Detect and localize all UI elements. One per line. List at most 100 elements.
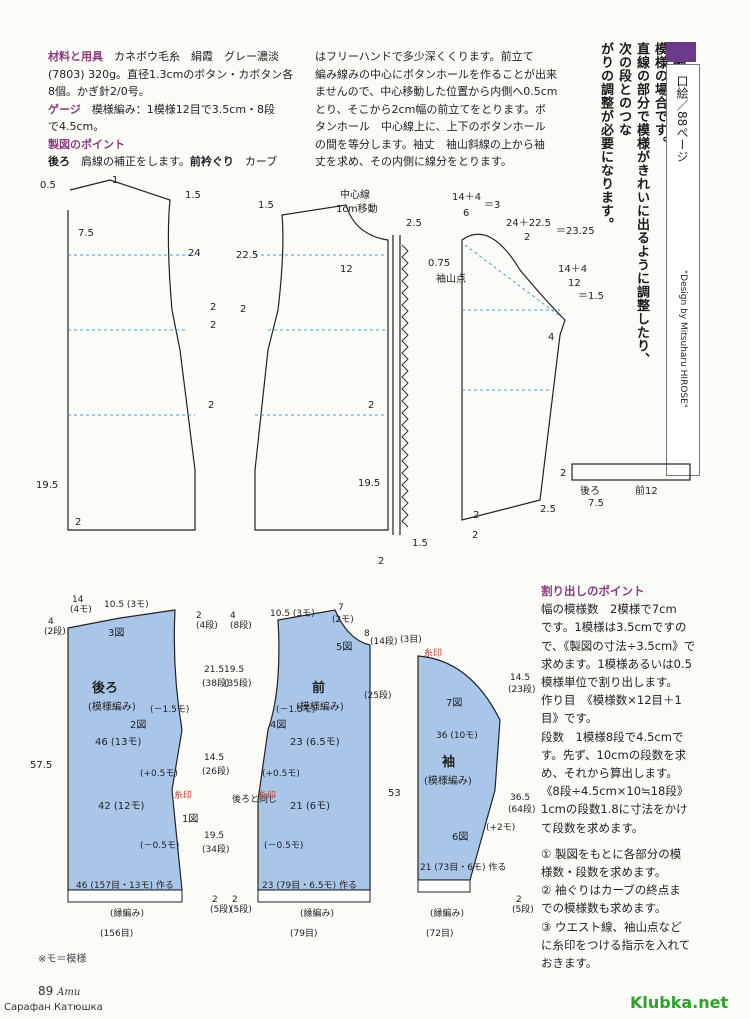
sleeve-draft-outline — [461, 233, 566, 521]
ctr-12: 2 — [212, 895, 218, 905]
front-cast: 23 (79目・6.5モ) 作る — [262, 879, 357, 891]
back-rib-count: (156目) — [100, 928, 133, 939]
sizing-line-10: め、それから算出します。 — [541, 766, 678, 781]
sidebar: 口絵／88ページ "Design by Mitsuharu HIROSE" — [666, 64, 700, 476]
sleeve-r-0: 14.5 — [510, 673, 530, 683]
back-num-9: 2 — [75, 517, 81, 528]
materials-line-3: 8個。かぎ針2/0号。 — [48, 85, 150, 98]
sleeve-num-13: 2.5 — [540, 504, 556, 515]
front-r-0: 8 — [364, 629, 370, 639]
ctr-6: 19.5 — [224, 665, 244, 675]
front-rib — [257, 889, 371, 903]
sleeve-num-8: 14＋4 — [558, 264, 587, 275]
band-num-1: 後ろ — [580, 484, 600, 497]
front-rib-label: (縁編み) — [300, 907, 334, 919]
sleeve-num-0: 14＋4 — [452, 192, 481, 203]
step-line-4: での模様数も求めます。 — [541, 901, 667, 916]
back-text-2: カーブ — [244, 155, 278, 168]
scan-credit: Сарафан Катюшка — [4, 1002, 103, 1013]
front-num-10: 2 — [378, 556, 384, 567]
band-piece — [571, 463, 691, 481]
front-r-1: (14段) — [370, 635, 397, 647]
sleeve-r-2: 36.5 — [510, 793, 530, 803]
front-inc: (+0.5モ) — [262, 769, 300, 779]
ctr-9: (26段) — [202, 765, 229, 777]
col2-line-5: タンホール 中心線上に、上下のボタンホール — [315, 120, 546, 133]
back-num-7: 2 — [208, 400, 214, 411]
sleeve-rib-label: (縁編み) — [430, 907, 464, 919]
step-line-3: ② 袖ぐりはカーブの終点ま — [541, 883, 681, 898]
sizing-line-6: 作り目 《模様数×12目＋1 — [541, 693, 682, 708]
back-num-0: 0.5 — [40, 180, 56, 191]
fig6-label: 6図 — [452, 831, 468, 843]
materials-block: 材料と用具 カネボウ毛糸 絹霞 グレー濃淡 (7803) 320g。直径1.3c… — [48, 48, 308, 171]
sizing-line-5: 模様単位で割り出します。 — [541, 675, 678, 690]
col2-line-3: ませんので、中心移動した位置から内側へ0.5cm — [315, 85, 558, 98]
col2-line-1: はフリーハンドで多少深くくります。前立て — [315, 50, 534, 63]
fig7-label: 7図 — [446, 697, 462, 709]
front-num-1: 中心線 — [340, 188, 370, 201]
ctr-16: 後ろと同じ — [232, 793, 277, 805]
fig2-label: 2図 — [130, 719, 146, 731]
materials-line-2: (7803) 320g。直径1.3cmのボタン・カボタン各 — [48, 67, 294, 81]
front-num-2: 1cm移動 — [336, 202, 378, 215]
front-neck-label: 前衿ぐり — [189, 155, 234, 168]
back-num-2: 1.5 — [185, 190, 201, 201]
sleeve-cap-slope — [464, 244, 566, 321]
back-draft-outline — [67, 179, 196, 531]
sleeve-num-1: 6 — [463, 208, 469, 219]
back-dec2: (－0.5モ) — [140, 841, 179, 851]
sleeve-num-11: 4 — [548, 332, 554, 343]
back-label: 後ろ — [48, 155, 70, 168]
back-left-1: 4 — [48, 617, 54, 627]
magazine-name: Amu — [57, 987, 81, 998]
sleeve-inc: (+2モ) — [486, 823, 515, 833]
fig3-label: 3図 — [108, 627, 124, 639]
ctr-2: 4 — [230, 611, 236, 621]
col2-line-7: 丈を求め、その内側に線分をとります。 — [315, 155, 512, 168]
front-marker: 糸印 — [258, 789, 276, 801]
ctr-15: (5段) — [230, 903, 252, 915]
sleeve-num-7: 袖山点 — [436, 272, 466, 285]
ctr-14: 2 — [232, 895, 238, 905]
sizing-line-4: 求めます。1模様あるいは0.5 — [541, 656, 692, 671]
front-piece — [257, 609, 371, 891]
fig4-label: 4図 — [270, 719, 286, 731]
step-line-2: 様数・段数を求めます。 — [541, 865, 667, 880]
back-title: 後ろ — [92, 680, 118, 696]
back-left-2: (2段) — [44, 625, 66, 637]
materials-heading: 材料と用具 — [48, 50, 103, 63]
front-top-1: 10.5 (3モ) — [270, 609, 315, 619]
band-num-2: 7.5 — [588, 498, 604, 509]
back-cast: 46 (157目・13モ) 作る — [76, 879, 174, 891]
sidebar-tab-marker — [666, 42, 696, 62]
back-top-2: (4モ) — [70, 605, 92, 615]
fig5-label: 5図 — [336, 641, 352, 653]
col2-line-2: 編み線みの中心にボタンホールを作ることが出来 — [315, 67, 557, 81]
front-num-0: 1.5 — [258, 200, 274, 211]
sizing-line-7: 目》です。 — [541, 711, 598, 726]
back-num-6: 2 — [210, 320, 216, 331]
back-left-3: 57.5 — [30, 760, 52, 771]
back-num-1: 1 — [112, 175, 118, 186]
back-rib — [67, 889, 183, 903]
sizing-line-2: です。1模様は3.5cmですの — [541, 620, 687, 635]
front-num-9: 1.5 — [412, 538, 428, 549]
ctr-5: (38段) — [202, 677, 229, 689]
ctr-10: 19.5 — [204, 831, 224, 841]
sleeve-cast: 21 (73目・6モ) 作る — [420, 861, 506, 873]
front-top-3: (2モ) — [332, 615, 354, 625]
front-num-5: 12 — [340, 264, 353, 275]
front-num-8: 19.5 — [358, 478, 380, 489]
materials-line-1: カネボウ毛糸 絹霞 グレー濃淡 — [114, 50, 279, 63]
sleeve-num-6: 0.75 — [428, 258, 450, 269]
back-w1: 46 (13モ) — [95, 737, 142, 748]
pattern-diagrams: 3図 後ろ (模様編み) 2図 1図 46 (13モ) 42 (12モ) 46 … — [30, 595, 535, 939]
site-logo: Klubka.net — [630, 993, 729, 1012]
sleeve-r-1: (23段) — [508, 683, 535, 695]
sleeve-title: 袖 — [442, 754, 455, 770]
front-w2: 21 (6モ) — [290, 801, 330, 812]
sleeve-num-5: ＝23.25 — [556, 226, 595, 237]
ctr-8: 14.5 — [204, 753, 224, 763]
